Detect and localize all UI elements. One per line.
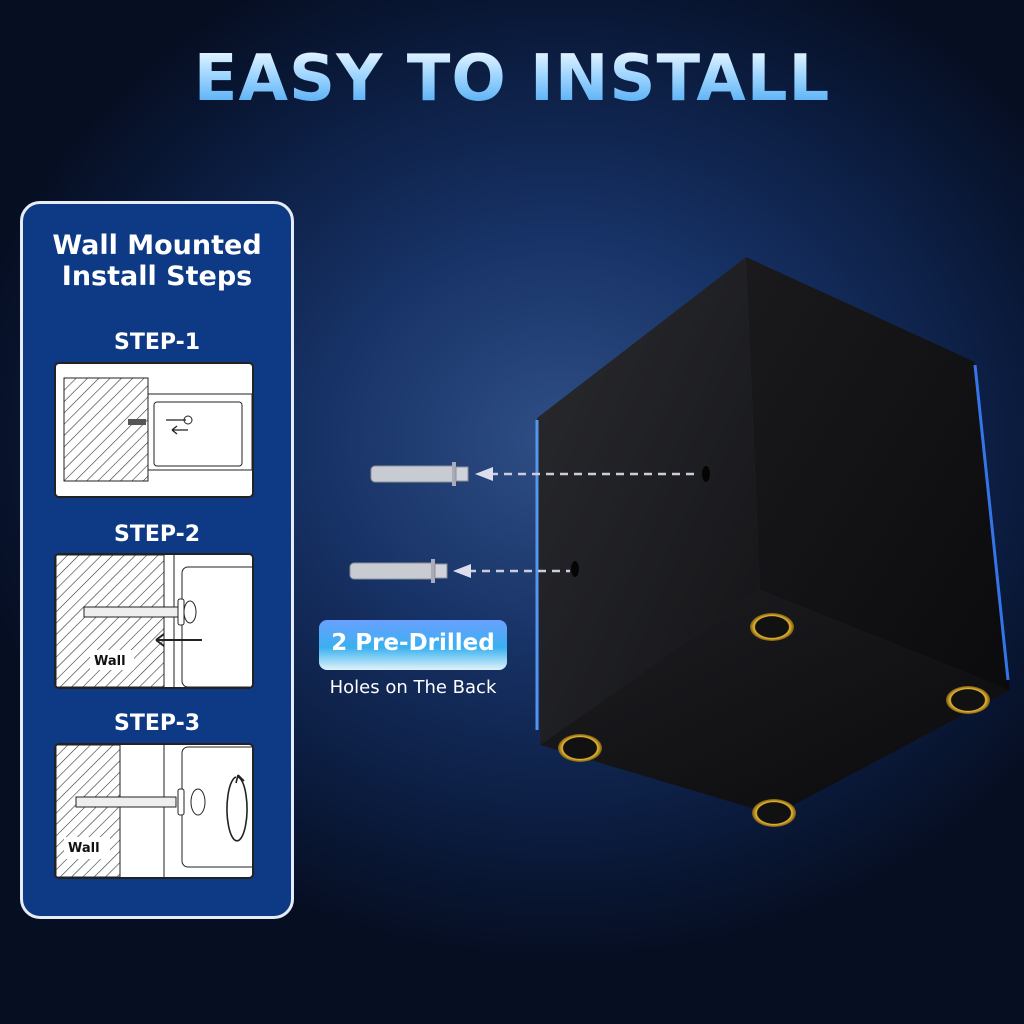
step-2-diagram: Wall: [54, 553, 254, 689]
step-1-diagram: [54, 362, 254, 498]
rubber-foot: [750, 613, 794, 641]
pre-drilled-hole: [702, 466, 710, 482]
step-1-label: STEP-1: [113, 330, 201, 355]
arrow-head-icon: [453, 564, 471, 578]
install-steps-panel: Wall Mounted Install Steps STEP-1 STEP-2…: [20, 201, 294, 919]
expansion-bolt-icon: [370, 462, 469, 486]
step-3-diagram: Wall: [54, 743, 254, 879]
safe-side-face: [746, 257, 1010, 690]
expansion-bolt-icon: [349, 559, 448, 583]
rubber-foot: [946, 686, 990, 714]
safe-bottom-face: [540, 590, 1010, 815]
page-title: EASY TO INSTALL: [0, 42, 1024, 116]
step-3-label: STEP-3: [113, 711, 201, 736]
pre-drilled-caption: Holes on The Back: [329, 677, 497, 698]
arrow-head-icon: [475, 467, 493, 481]
rubber-foot: [558, 734, 602, 762]
safe-back-face: [537, 257, 760, 745]
wall-label: Wall: [68, 841, 100, 856]
wall-label: Wall: [94, 654, 126, 669]
pre-drilled-badge: 2 Pre-Drilled: [319, 620, 507, 670]
pre-drilled-hole: [571, 561, 579, 577]
panel-title: Wall Mounted Install Steps: [52, 230, 262, 292]
rubber-foot: [752, 799, 796, 827]
step-2-label: STEP-2: [113, 522, 201, 547]
